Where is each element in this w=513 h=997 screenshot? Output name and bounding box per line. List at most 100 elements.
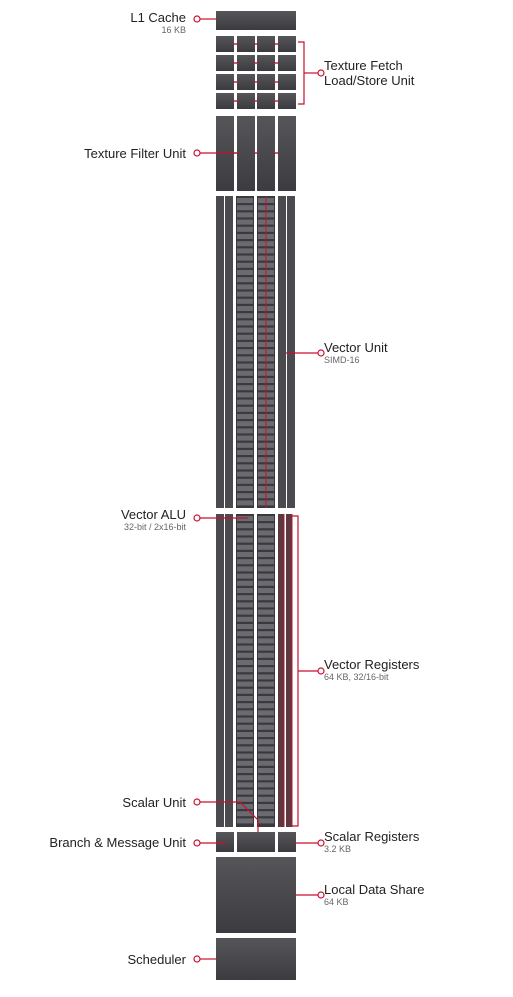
vector-register-slot bbox=[258, 775, 274, 781]
vector-register-slot bbox=[258, 652, 274, 658]
vector-unit-slot bbox=[237, 471, 253, 477]
vector-register-slot bbox=[258, 804, 274, 809]
texture-fetch-cell bbox=[257, 74, 275, 90]
vector-register-slot bbox=[258, 559, 274, 565]
scalar-registers-sub: 3.2 KB bbox=[324, 844, 352, 854]
vector-register-slot bbox=[258, 530, 274, 536]
vector-unit-slot bbox=[237, 378, 253, 383]
vector-register-slot bbox=[237, 739, 253, 745]
label-branch-message: Branch & Message Unit bbox=[49, 835, 186, 850]
vector-register-slot bbox=[237, 746, 253, 752]
vector-unit-slot bbox=[237, 327, 253, 333]
vector-register-slot bbox=[237, 703, 253, 709]
vector-register-slot bbox=[237, 602, 253, 608]
vector-register-slot bbox=[258, 660, 274, 665]
vector-register-slot bbox=[237, 688, 253, 694]
vector-unit-slot bbox=[237, 334, 253, 340]
branch-message-block bbox=[216, 832, 234, 852]
vector-unit-slot bbox=[237, 291, 253, 297]
vector-unit-slot bbox=[237, 421, 253, 427]
scalar-unit-title: Scalar Unit bbox=[122, 795, 186, 810]
vector-register-slot bbox=[258, 818, 274, 824]
vector-unit-slot bbox=[237, 399, 253, 405]
vector-registers-block bbox=[216, 514, 293, 827]
texture-fetch-cell bbox=[237, 74, 255, 90]
vector-alu-title: Vector ALU bbox=[120, 507, 186, 522]
texture-fetch-cell bbox=[216, 36, 234, 52]
vector-register-slot bbox=[258, 760, 274, 766]
vector-register-lane bbox=[225, 514, 233, 827]
vector-unit-slot bbox=[237, 205, 253, 211]
vector-register-slot bbox=[237, 796, 253, 802]
vector-unit-slot bbox=[237, 219, 253, 225]
vector-unit-slot bbox=[237, 349, 253, 355]
vector-unit-slot bbox=[237, 450, 253, 455]
vector-register-slot bbox=[237, 544, 253, 550]
label-local-data-share: Local Data Share 64 KB bbox=[324, 882, 424, 908]
vector-unit-slot bbox=[237, 270, 253, 275]
texture-filter-title: Texture Filter Unit bbox=[84, 146, 186, 161]
vector-register-slot bbox=[237, 674, 253, 680]
vector-unit-slot bbox=[237, 457, 253, 463]
vector-unit-slot bbox=[237, 414, 253, 419]
vector-register-slot bbox=[258, 811, 274, 817]
vector-register-slot bbox=[237, 667, 253, 673]
vector-register-slot bbox=[258, 688, 274, 694]
vector-register-slot bbox=[258, 696, 274, 701]
label-texture-fetch: Texture Fetch Load/Store Unit bbox=[324, 58, 414, 88]
vector-alu-sub: 32-bit / 2x16-bit bbox=[123, 522, 186, 532]
vector-register-slot bbox=[258, 789, 274, 795]
texture-fetch-title: Texture Fetch bbox=[324, 58, 403, 73]
vector-register-slot bbox=[237, 616, 253, 622]
label-scheduler: Scheduler bbox=[127, 952, 186, 967]
vector-unit-slot bbox=[237, 385, 253, 391]
l1-cache-title: L1 Cache bbox=[130, 10, 186, 25]
vector-register-slot bbox=[258, 616, 274, 622]
vector-unit-slot bbox=[237, 442, 253, 448]
vector-register-slot bbox=[258, 667, 274, 673]
vector-register-slot bbox=[237, 732, 253, 737]
label-l1-cache: L1 Cache 16 KB bbox=[130, 10, 186, 36]
vector-unit-slot bbox=[237, 284, 253, 290]
vector-unit-slot bbox=[237, 493, 253, 499]
scheduler-block bbox=[216, 938, 296, 980]
texture-fetch-cell bbox=[257, 55, 275, 71]
vector-unit-slot bbox=[237, 313, 253, 319]
vector-register-slot bbox=[258, 674, 274, 680]
vector-register-slot bbox=[237, 595, 253, 601]
vector-register-slot bbox=[258, 739, 274, 745]
vector-unit-slot bbox=[237, 435, 253, 441]
vector-register-slot bbox=[258, 566, 274, 572]
scheduler-title: Scheduler bbox=[127, 952, 186, 967]
vector-register-slot bbox=[258, 624, 274, 629]
vector-register-slot bbox=[237, 530, 253, 536]
texture-filter-column bbox=[257, 116, 275, 191]
vector-register-slot bbox=[237, 523, 253, 529]
texture-fetch-cell bbox=[237, 93, 255, 109]
vector-register-slot bbox=[237, 710, 253, 716]
l1-cache-sub: 16 KB bbox=[161, 25, 186, 35]
vector-unit-slot bbox=[237, 277, 253, 283]
scalar-unit-block bbox=[237, 832, 275, 852]
connectors-left bbox=[193, 15, 259, 963]
vector-register-slot bbox=[237, 638, 253, 644]
vector-register-slot bbox=[237, 624, 253, 629]
vector-unit-slot bbox=[237, 486, 253, 491]
vector-register-slot bbox=[237, 681, 253, 687]
vector-unit-slot bbox=[237, 262, 253, 268]
vector-unit-slot bbox=[237, 226, 253, 232]
vector-registers-sub: 64 KB, 32/16-bit bbox=[324, 672, 389, 682]
vector-unit-slot bbox=[237, 363, 253, 369]
vector-unit-slot bbox=[237, 370, 253, 376]
vector-register-slot bbox=[258, 796, 274, 802]
texture-filter-column bbox=[237, 116, 255, 191]
texture-fetch-cell bbox=[216, 55, 234, 71]
texture-fetch-cell bbox=[278, 36, 296, 52]
vector-unit-sub: SIMD-16 bbox=[324, 355, 360, 365]
vector-unit-slot bbox=[237, 392, 253, 398]
label-scalar-unit: Scalar Unit bbox=[122, 795, 186, 810]
vector-unit-lane bbox=[216, 196, 224, 508]
texture-fetch-cell bbox=[216, 74, 234, 90]
texture-fetch-cell bbox=[278, 93, 296, 109]
vector-register-slot bbox=[258, 552, 274, 557]
